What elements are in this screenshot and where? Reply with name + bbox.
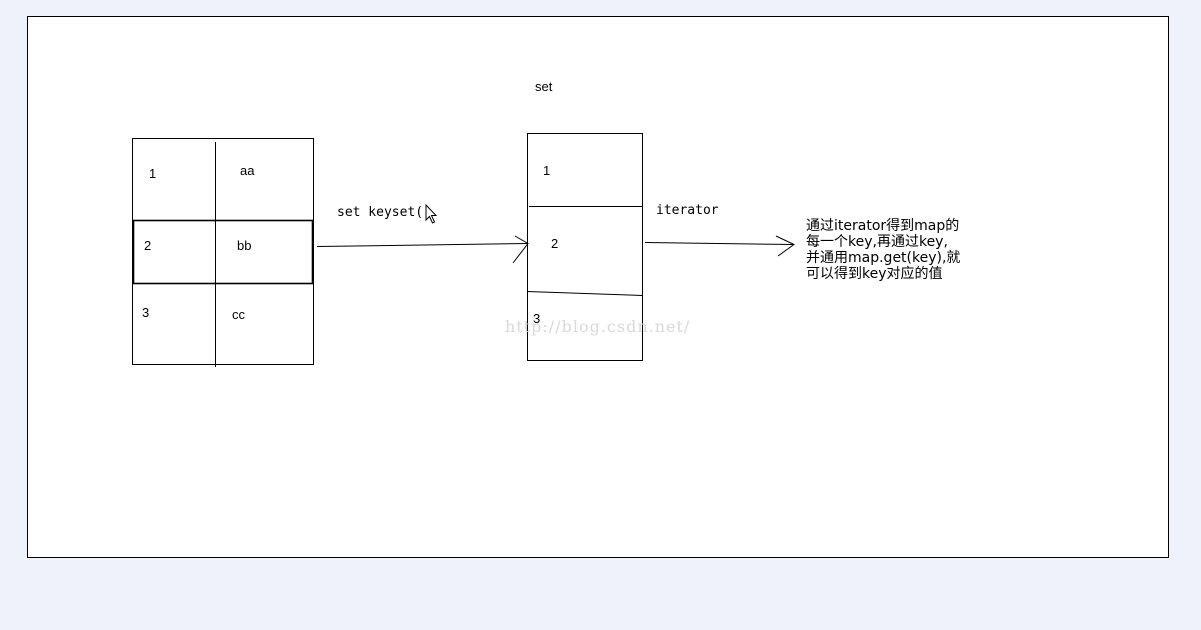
set-item-3: 3	[533, 311, 541, 326]
set-title: set	[535, 79, 553, 94]
iterator-arrow	[644, 235, 795, 257]
note-line-3: 并通用map.get(key),就	[806, 250, 961, 266]
iterator-label: iterator	[656, 203, 719, 218]
set-box-divider-2	[526, 291, 644, 296]
map-key-2: 2	[144, 238, 152, 253]
drawing-canvas	[27, 16, 1169, 558]
map-table-border	[132, 138, 314, 365]
set-item-1: 1	[543, 163, 551, 178]
map-value-cc: cc	[232, 307, 245, 322]
explanation-note: 通过iterator得到map的 每一个key,再通过key, 并通用map.g…	[806, 218, 981, 282]
map-key-1: 1	[149, 166, 157, 181]
keyset-arrow	[316, 235, 529, 264]
note-line-2: 每一个key,再通过key,	[806, 234, 948, 250]
note-line-1: 通过iterator得到map的	[806, 218, 960, 234]
map-value-bb: bb	[237, 238, 252, 253]
map-value-aa: aa	[240, 163, 255, 178]
set-item-2: 2	[551, 236, 559, 251]
set-box-border	[527, 133, 643, 361]
keyset-label: set keyset(	[337, 205, 424, 220]
mouse-cursor-icon	[425, 203, 438, 224]
map-key-3: 3	[142, 305, 150, 320]
watermark-text: http://blog.csdn.net/	[505, 317, 691, 336]
map-table-row-2-highlight	[132, 219, 314, 285]
note-line-4: 可以得到key对应的值	[806, 266, 943, 282]
set-box	[526, 133, 644, 361]
map-table	[132, 138, 314, 367]
